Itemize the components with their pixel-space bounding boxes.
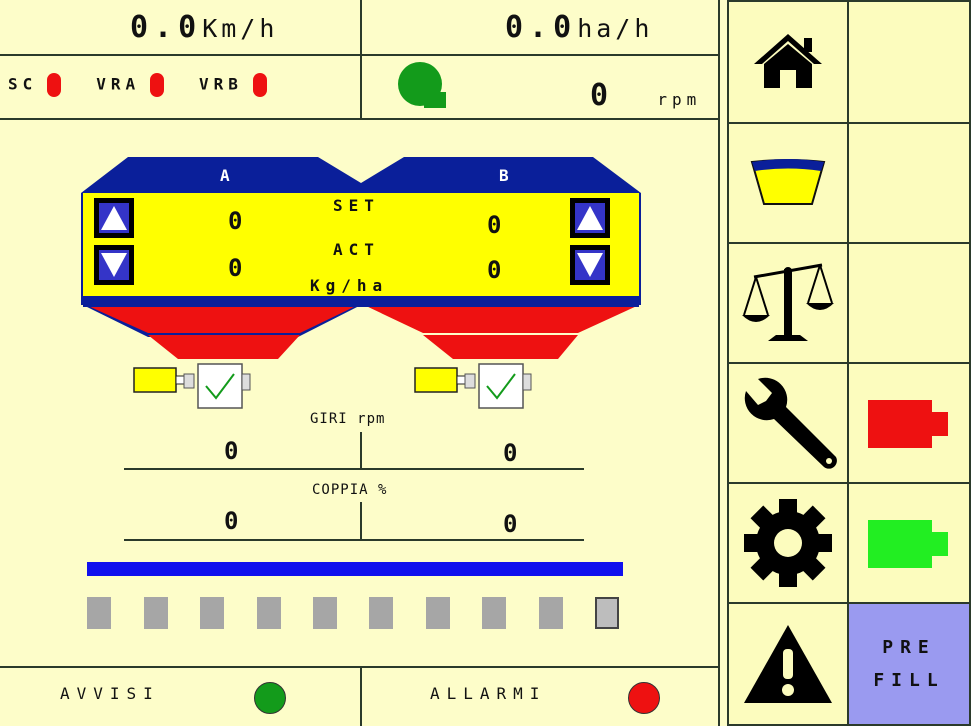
divider	[0, 666, 718, 668]
status-dot-vra	[149, 73, 164, 97]
decrease-b-button[interactable]	[570, 245, 610, 285]
arrow-up-icon	[101, 206, 127, 230]
increase-a-button[interactable]	[94, 198, 134, 238]
battery-red-icon	[868, 400, 948, 448]
warning-button[interactable]	[727, 602, 849, 726]
divider	[360, 432, 362, 468]
hopper-graphic	[81, 157, 641, 359]
section-indicator	[426, 597, 450, 629]
scale-icon	[742, 263, 834, 341]
divider	[360, 0, 362, 118]
section-indicator	[482, 597, 506, 629]
avvisi-indicator[interactable]	[254, 682, 286, 714]
hopper-icon	[750, 159, 826, 205]
giri-value-a: 0	[224, 437, 239, 465]
section-indicator	[595, 597, 619, 629]
divider	[0, 118, 718, 120]
rpm-value: 0	[590, 78, 615, 113]
decrease-a-button[interactable]	[94, 245, 134, 285]
allarmi-label: ALLARMI	[430, 684, 547, 703]
set-value-b: 0	[487, 211, 502, 239]
section-indicator	[539, 597, 563, 629]
act-value-a: 0	[228, 254, 243, 282]
fan-icon	[398, 62, 446, 108]
set-value-a: 0	[228, 207, 243, 235]
divider	[0, 54, 718, 56]
side-slot	[847, 0, 971, 124]
battery-status-red	[847, 362, 971, 484]
section-indicator	[87, 597, 111, 629]
divider	[718, 0, 720, 726]
giri-label: GIRI rpm	[310, 411, 386, 427]
arrow-down-icon	[101, 253, 127, 277]
status-label-vrb: VRB	[199, 74, 243, 94]
speed-unit: Km/h	[202, 14, 279, 43]
coppia-label: COPPIA %	[312, 482, 388, 498]
section-indicator	[313, 597, 337, 629]
hopper-label-b: B	[499, 166, 509, 185]
wrench-button[interactable]	[727, 362, 849, 484]
battery-status-green	[847, 482, 971, 604]
side-slot	[847, 242, 971, 364]
side-slot	[847, 122, 971, 244]
status-label-sc: SC	[8, 74, 38, 94]
section-indicator	[200, 597, 224, 629]
hopper-button[interactable]	[727, 122, 849, 244]
home-button[interactable]	[727, 0, 849, 124]
speed-value: 0.0	[130, 10, 203, 45]
rpm-readout: 0 rpm	[590, 78, 701, 113]
area-rate-value: 0.0	[505, 10, 578, 45]
prefill-label-line1: PRE	[882, 637, 936, 658]
rpm-unit: rpm	[657, 90, 702, 109]
settings-button[interactable]	[727, 482, 849, 604]
wrench-icon	[744, 377, 837, 469]
allarmi-indicator[interactable]	[628, 682, 660, 714]
divider	[124, 468, 584, 470]
section-indicator	[144, 597, 168, 629]
divider	[124, 539, 584, 541]
arrow-down-icon	[577, 253, 603, 277]
scale-button[interactable]	[727, 242, 849, 364]
divider	[360, 502, 362, 539]
section-indicator	[257, 597, 281, 629]
unit-label: Kg/ha	[310, 276, 389, 295]
act-label: ACT	[333, 240, 380, 259]
area-rate-readout: 0.0ha/h	[505, 10, 653, 45]
arrow-up-icon	[577, 206, 603, 230]
battery-green-icon	[868, 520, 948, 568]
status-dot-sc	[46, 73, 61, 97]
divider	[360, 666, 362, 726]
warning-icon	[744, 625, 832, 703]
giri-value-b: 0	[503, 439, 518, 467]
status-dot-vrb	[252, 73, 267, 97]
home-icon	[754, 34, 822, 88]
status-label-vra: VRA	[96, 74, 141, 94]
set-label: SET	[333, 196, 380, 215]
prefill-button[interactable]: PRE FILL	[847, 602, 971, 726]
avvisi-label: AVVISI	[60, 684, 160, 703]
hopper-label-a: A	[220, 166, 230, 185]
side-panel: PRE FILL	[727, 0, 971, 726]
coppia-value-a: 0	[224, 507, 239, 535]
status-row: SC VRA VRB	[8, 73, 267, 97]
coppia-value-b: 0	[503, 510, 518, 538]
speed-readout: 0.0Km/h	[130, 10, 278, 45]
motor-b-icon	[414, 363, 532, 409]
act-value-b: 0	[487, 256, 502, 284]
flow-bar	[87, 562, 623, 576]
section-indicator	[369, 597, 393, 629]
prefill-label-line2: FILL	[873, 670, 945, 691]
motor-a-icon	[133, 363, 251, 409]
area-rate-unit: ha/h	[577, 14, 654, 43]
increase-b-button[interactable]	[570, 198, 610, 238]
gear-icon	[744, 499, 832, 587]
